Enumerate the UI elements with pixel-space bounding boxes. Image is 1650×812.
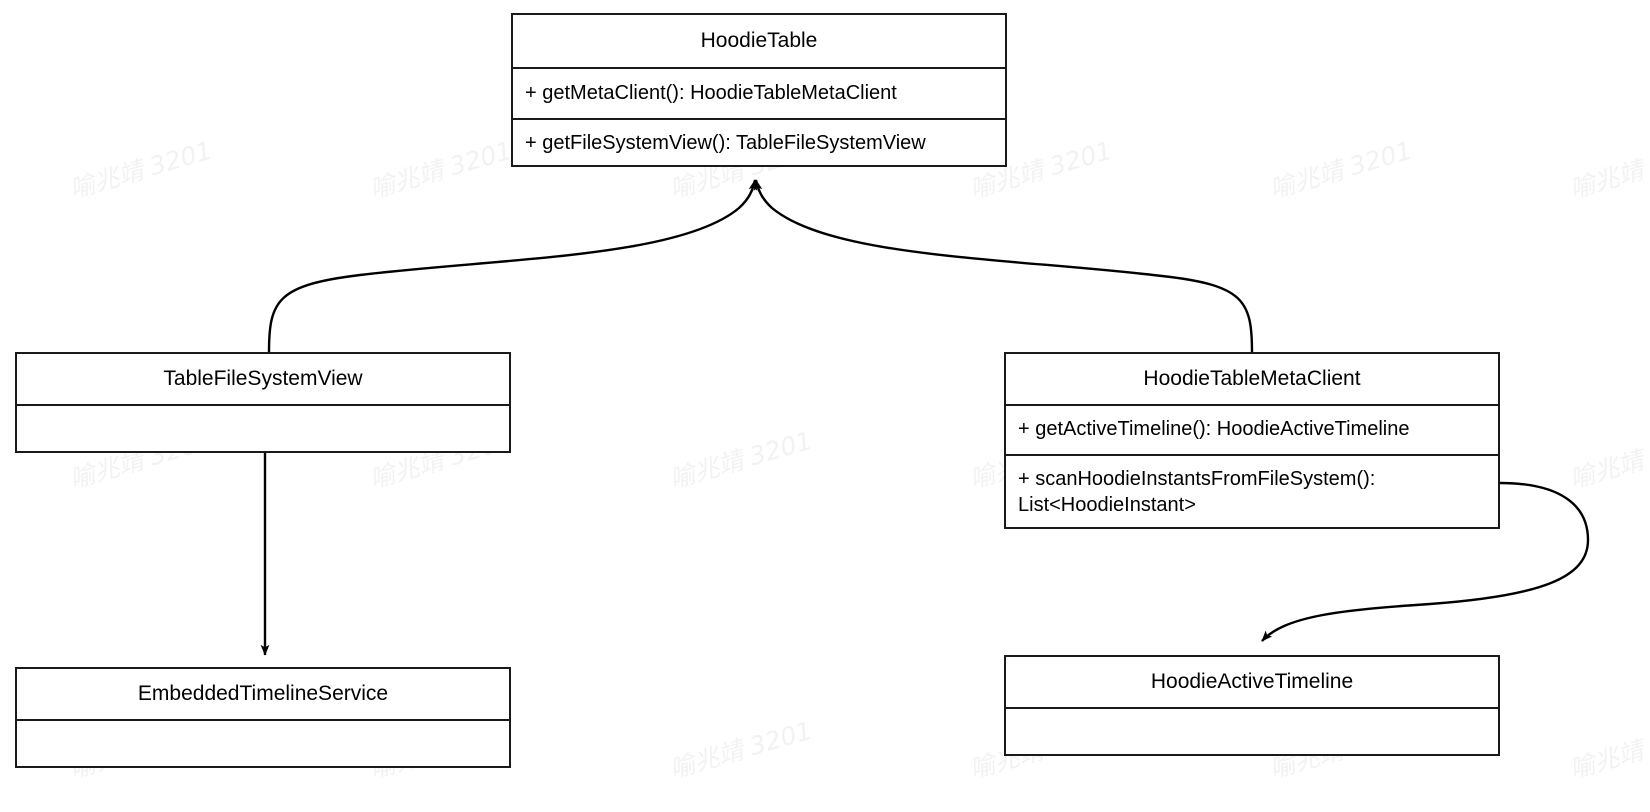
empty-compartment (17, 721, 509, 768)
watermark-text: 喻兆靖 3201 (666, 425, 816, 495)
class-name-embedded-timeline-service: EmbeddedTimelineService (137, 682, 389, 706)
uml-class-hoodie-table[interactable]: HoodieTable + getMetaClient(): HoodieTab… (511, 13, 1007, 167)
members-hoodie-active-timeline (1006, 707, 1498, 756)
uml-class-hoodie-active-timeline[interactable]: HoodieActiveTimeline (1004, 655, 1500, 756)
members-embedded-timeline-service (17, 719, 509, 768)
watermark-text: 喻兆靖 3201 (366, 135, 516, 205)
uml-class-embedded-timeline-service[interactable]: EmbeddedTimelineService (15, 667, 511, 768)
watermark-text: 喻兆靖 3201 (1566, 135, 1650, 205)
member-getfilesystemview: + getFileSystemView(): TableFileSystemVi… (513, 118, 1005, 167)
member-getmetaclient: + getMetaClient(): HoodieTableMetaClient (525, 81, 897, 104)
class-name-hoodie-active-timeline: HoodieActiveTimeline (1150, 670, 1354, 694)
member-getactivetimeline: + getActiveTimeline(): HoodieActiveTimel… (1018, 418, 1410, 441)
class-name-table-file-system-view: TableFileSystemView (163, 367, 363, 391)
members-hoodie-table-meta-client: + getActiveTimeline(): HoodieActiveTimel… (1006, 404, 1498, 529)
uml-class-table-file-system-view[interactable]: TableFileSystemView (15, 352, 511, 453)
member-scanhoodieinstantsfromfilesystem: + scanHoodieInstantsFromFileSystem(): Li… (1006, 454, 1498, 529)
uml-class-hoodie-table-meta-client[interactable]: HoodieTableMetaClient + getActiveTimelin… (1004, 352, 1500, 529)
empty-compartment (1006, 709, 1498, 756)
members-table-file-system-view (17, 404, 509, 453)
watermark-text: 喻兆靖 3201 (1566, 425, 1650, 495)
empty-compartment (17, 406, 509, 453)
watermark-text: 喻兆靖 3201 (1266, 135, 1416, 205)
watermark-text: 喻兆靖 3201 (1566, 715, 1650, 785)
watermark-text: 喻兆靖 3201 (66, 135, 216, 205)
watermark-text: 喻兆靖 3201 (666, 715, 816, 785)
members-hoodie-table: + getMetaClient(): HoodieTableMetaClient… (513, 67, 1005, 167)
class-name-hoodie-table-meta-client: HoodieTableMetaClient (1143, 367, 1361, 391)
edge-hoodietablemetaclient-to-hoodietable (753, 179, 1254, 353)
class-name-hoodie-table: HoodieTable (700, 29, 818, 53)
edge-tablefilesystemview-to-hoodietable (267, 179, 758, 353)
